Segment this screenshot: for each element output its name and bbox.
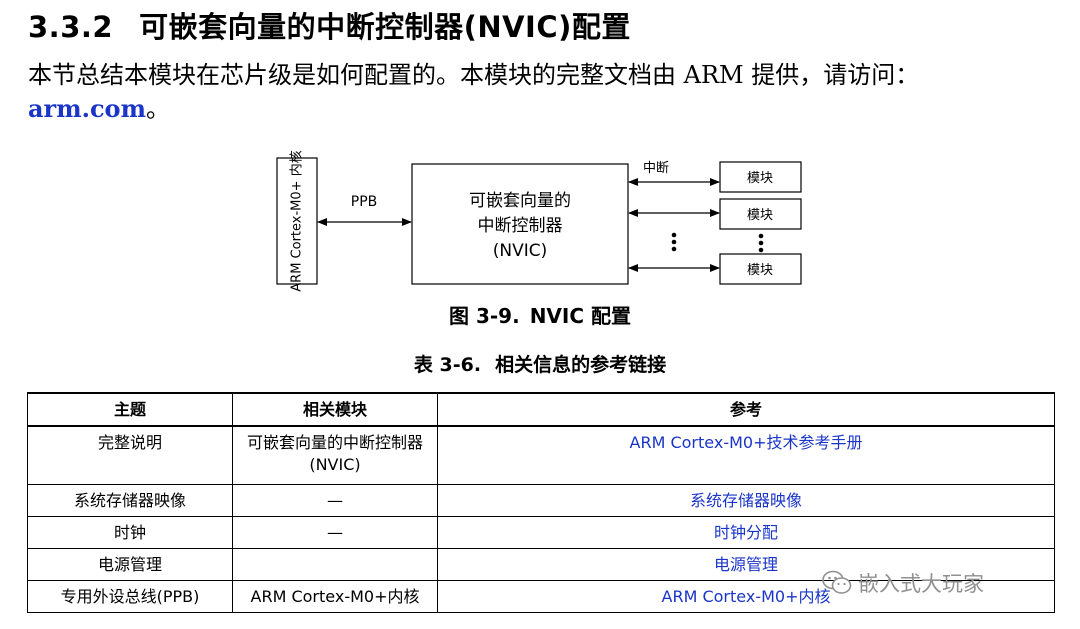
cell-module [232,548,438,581]
cell-module: — [232,484,438,517]
cell-topic: 系统存储器映像 [27,484,233,517]
reference-link[interactable]: ARM Cortex-M0+技术参考手册 [629,433,863,452]
nvic-label-line2: 中断控制器 [478,216,563,236]
reference-link[interactable]: ARM Cortex-M0+内核 [661,587,831,606]
module-label: 模块 [747,208,773,223]
reference-link[interactable]: 电源管理 [713,555,778,574]
figure-caption: 图 3-9. NVIC 配置 [0,300,1080,329]
module-box [719,198,802,230]
ppb-label: PPB [351,194,378,210]
module-box [719,253,802,285]
intro-text-end: 。 [145,95,170,123]
table-title: 相关信息的参考链接 [495,354,667,376]
wechat-icon [822,570,852,594]
cell-topic: 电源管理 [27,548,233,581]
watermark: 嵌入式大玩家 [822,568,984,598]
reference-link[interactable]: 系统存储器映像 [689,491,802,510]
table-header-row: 主题 相关模块 参考 [27,392,1055,427]
module-label: 模块 [747,263,773,278]
nvic-label-line3: (NVIC) [493,241,548,261]
cell-module: 可嵌套向量的中断控制器(NVIC) [232,425,438,485]
intro-paragraph: 本节总结本模块在芯片级是如何配置的。本模块的完整文档由 ARM 提供，请访问： a… [28,58,1048,126]
cell-reference: 时钟分配 [437,516,1055,549]
table-row: 完整说明 可嵌套向量的中断控制器(NVIC) ARM Cortex-M0+技术参… [27,425,1055,485]
cell-reference: ARM Cortex-M0+技术参考手册 [437,425,1055,485]
arm-link[interactable]: arm.com [28,94,146,123]
cell-topic: 完整说明 [27,425,233,485]
cell-reference: 系统存储器映像 [437,484,1055,517]
reference-link[interactable]: 时钟分配 [713,523,778,542]
ellipsis-dots [671,232,677,252]
module-label: 模块 [747,171,773,186]
cell-reference: ARM Cortex-M0+内核 [437,580,1055,613]
table-row: 专用外设总线(PPB) ARM Cortex-M0+内核 ARM Cortex-… [27,580,1055,613]
section-number: 3.3.2 [28,10,114,44]
module-box [719,161,802,193]
nvic-label-line1: 可嵌套向量的 [469,191,571,211]
nvic-box [411,163,629,285]
table-caption: 表 3-6. 相关信息的参考链接 [0,350,1080,377]
figure-number: 图 3-9. [448,304,520,328]
table-row: 系统存储器映像 — 系统存储器映像 [27,484,1055,517]
table-row: 时钟 — 时钟分配 [27,516,1055,549]
header-reference: 参考 [437,392,1055,427]
section-title: 可嵌套向量的中断控制器(NVIC)配置 [139,10,631,44]
table-number: 表 3-6. [413,354,482,376]
ellipsis-dots [758,233,764,253]
header-topic: 主题 [27,392,233,427]
cell-module: ARM Cortex-M0+内核 [232,580,438,613]
header-module: 相关模块 [232,392,438,427]
interrupt-label: 中断 [643,161,669,176]
cell-topic: 专用外设总线(PPB) [27,580,233,613]
cell-module: — [232,516,438,549]
cell-topic: 时钟 [27,516,233,549]
table-row: 电源管理 电源管理 [27,548,1055,581]
figure-title: NVIC 配置 [529,304,631,328]
cell-reference: 电源管理 [437,548,1055,581]
core-box-label: ARM Cortex-M0+ 内核 [289,150,305,291]
watermark-text: 嵌入式大玩家 [858,572,984,596]
reference-table: 主题 相关模块 参考 完整说明 可嵌套向量的中断控制器(NVIC) ARM Co… [27,392,1055,613]
intro-text: 本节总结本模块在芯片级是如何配置的。本模块的完整文档由 ARM 提供，请访问： [28,61,920,89]
section-heading: 3.3.2 可嵌套向量的中断控制器(NVIC)配置 [28,4,631,46]
core-box [276,157,318,285]
